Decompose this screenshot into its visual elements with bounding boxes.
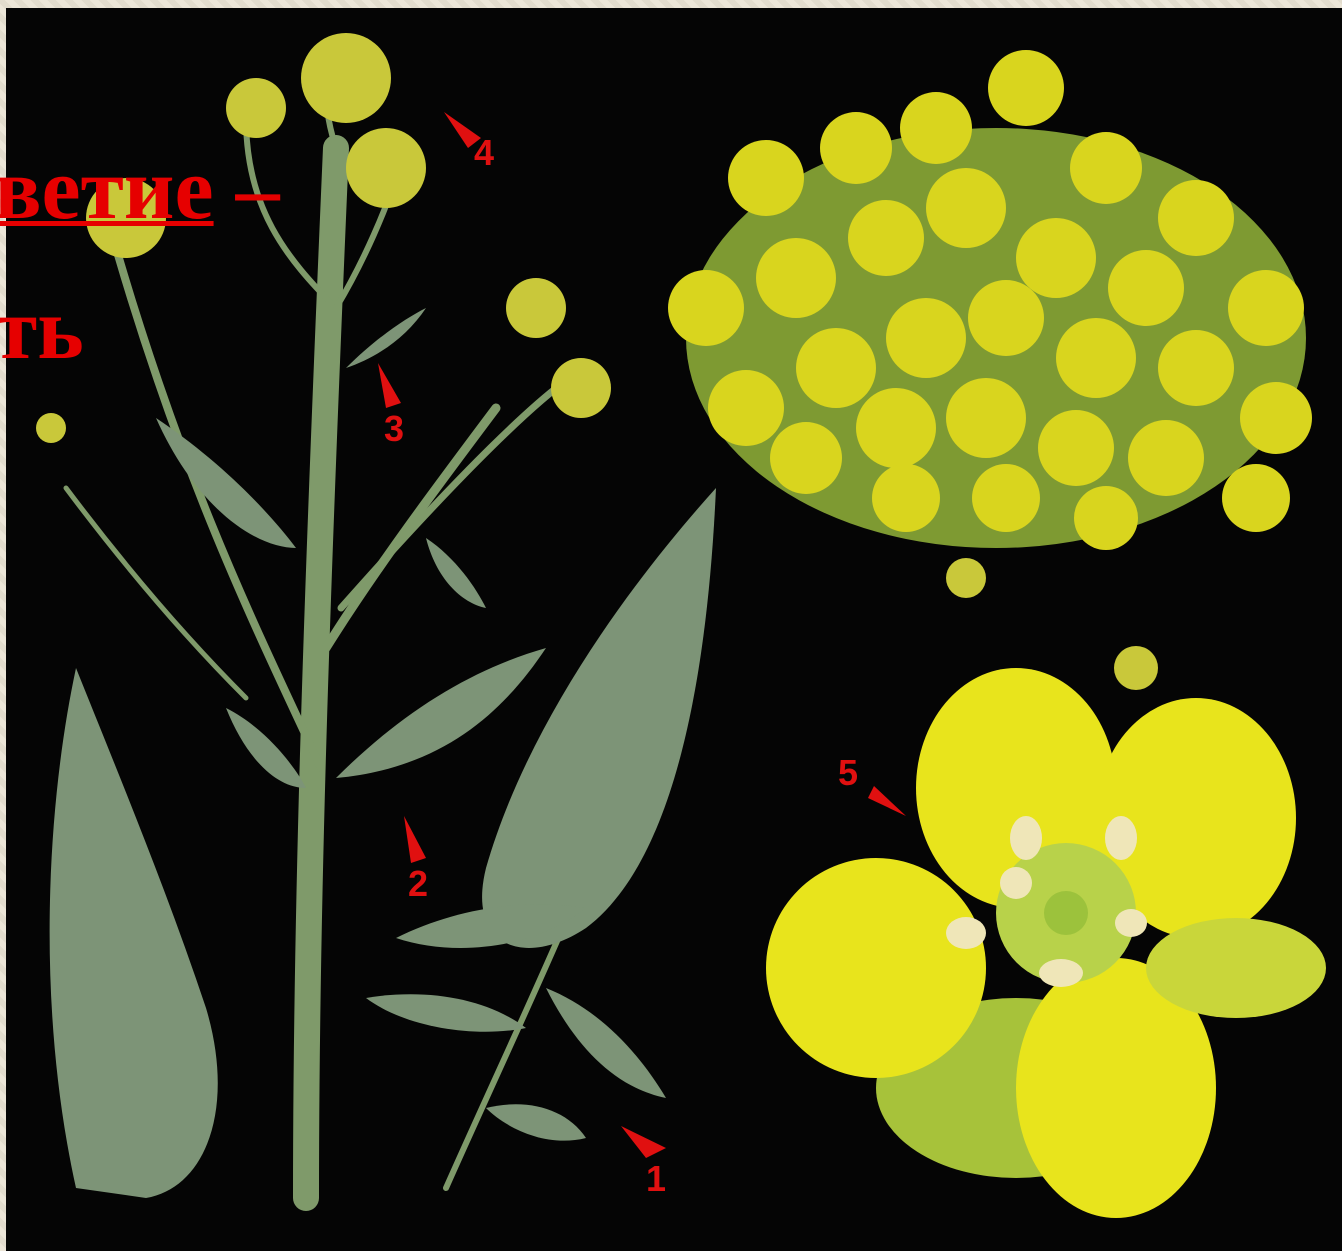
single-flower	[766, 668, 1326, 1218]
arrow-1-icon	[621, 1126, 666, 1158]
marker-label-2: 2	[408, 863, 428, 905]
leaf-lobe-3	[486, 1104, 586, 1140]
leaf-upper-2	[346, 308, 426, 368]
marker-label-1: 1	[646, 1158, 666, 1200]
leaf-upper-3	[426, 538, 486, 608]
arrow-3-icon	[378, 363, 401, 408]
slide-dash: –	[214, 141, 280, 238]
leaf-mid-1	[336, 648, 546, 778]
inflorescence	[668, 50, 1312, 550]
leaf-large-right	[482, 488, 716, 948]
leaf-lobe-2	[366, 994, 526, 1032]
leaf-upper-1	[156, 418, 296, 548]
marker-label-5: 5	[838, 752, 858, 794]
arrow-5-icon	[868, 786, 906, 816]
arrow-2-icon	[404, 816, 426, 863]
leaf-large-left	[50, 668, 218, 1198]
marker-label-3: 3	[384, 408, 404, 450]
leaf-lobe-4	[546, 988, 666, 1098]
slide-term-underlined: ветие	[0, 141, 214, 238]
leaves	[50, 308, 716, 1198]
leaf-mid-2	[226, 708, 306, 788]
marker-label-4: 4	[474, 132, 494, 174]
slide-second-line: ть	[0, 281, 84, 378]
slide-title-text: ветие – ть	[0, 120, 280, 400]
